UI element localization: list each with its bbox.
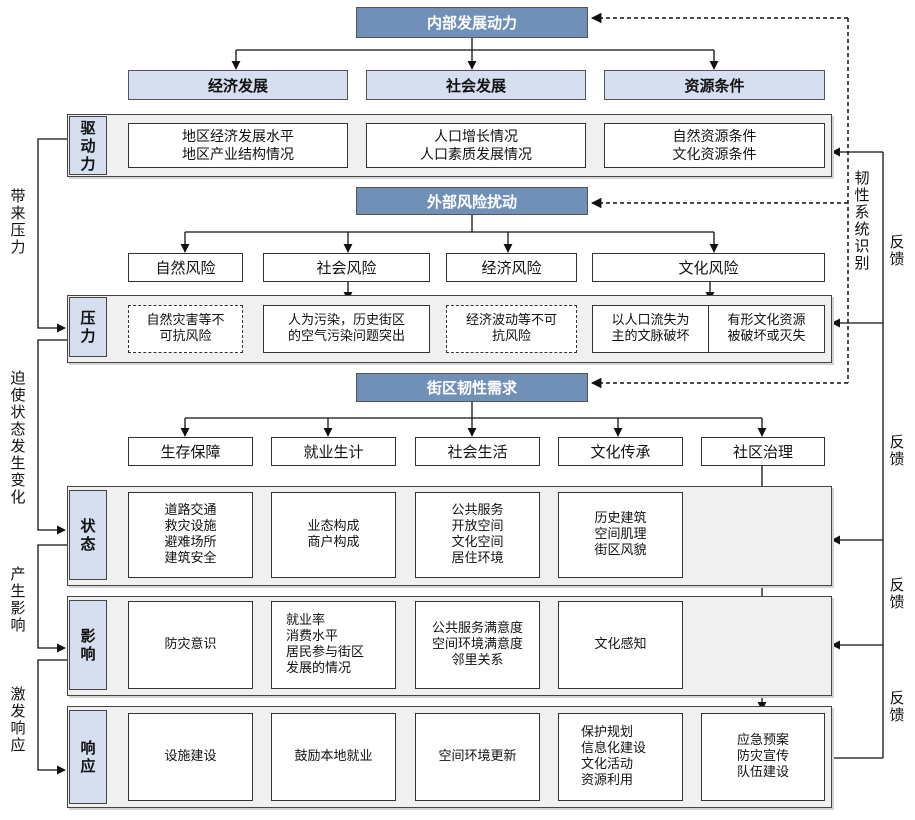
demand-survival: 生存保障 — [128, 437, 253, 466]
drive-item-economy: 地区经济发展水平 地区产业结构情况 — [128, 123, 348, 168]
drive-item-society: 人口增长情况 人口素质发展情况 — [366, 123, 586, 168]
label-resilience-identify: 韧 性 系 统 识 别 — [853, 169, 871, 272]
response-item-governance: 应急预案 防灾宣传 队伍建设 — [701, 713, 825, 801]
layer-label-impact: 影 响 — [69, 600, 107, 690]
state-item-culture: 历史建筑 空间肌理 街区风貌 — [558, 492, 683, 578]
risk-natural: 自然风险 — [128, 253, 243, 282]
label-feedback-4: 反 馈 — [889, 689, 905, 724]
label-force-state-change: 迫 使 状 态 发 生 变 化 — [10, 369, 26, 506]
layer-label-response: 响 应 — [69, 710, 107, 804]
edge-state-to-impact — [37, 544, 67, 653]
internal-drive-header: 内部发展动力 — [356, 7, 588, 38]
impact-item-survival: 防灾意识 — [128, 601, 253, 689]
impact-item-culture: 文化感知 — [558, 601, 683, 689]
edge-impact-to-response — [37, 659, 67, 775]
cat-resources: 资源条件 — [604, 70, 825, 100]
label-bring-pressure: 带 来 压 力 — [10, 187, 26, 256]
impact-item-social-life: 公共服务满意度 空间环境满意度 邻里关系 — [415, 601, 540, 689]
state-item-social-life: 公共服务 开放空间 文化空间 居住环境 — [415, 492, 540, 578]
layer-label-pressure: 压 力 — [69, 297, 107, 357]
risk-economic: 经济风险 — [446, 253, 577, 282]
edge-drive-to-pressure — [37, 138, 67, 333]
label-trigger-response: 激 发 响 应 — [10, 685, 26, 754]
demand-governance: 社区治理 — [701, 437, 825, 466]
demand-social-life: 社会生活 — [415, 437, 540, 466]
drive-item-resources: 自然资源条件 文化资源条件 — [604, 123, 825, 168]
risk-culture: 文化风险 — [592, 253, 825, 282]
layer-label-state: 状 态 — [69, 490, 107, 580]
cat-economy: 经济发展 — [128, 70, 348, 100]
demand-header: 街区韧性需求 — [356, 373, 588, 402]
risk-social: 社会风险 — [263, 253, 430, 282]
pressure-item-natural: 自然灾害等不 可抗风险 — [128, 305, 243, 353]
response-item-survival: 设施建设 — [128, 713, 253, 801]
state-item-employment: 业态构成 商户构成 — [271, 492, 396, 578]
label-produce-impact: 产 生 影 响 — [10, 565, 26, 634]
demand-culture: 文化传承 — [558, 437, 683, 466]
label-feedback-1: 反 馈 — [889, 233, 905, 268]
impact-item-employment: 就业率 消费水平 居民参与街区 发展的情况 — [271, 601, 396, 689]
edge-pressure-to-state — [37, 339, 67, 535]
pressure-item-economic: 经济波动等不可 抗风险 — [446, 305, 577, 353]
pressure-item-culture-population: 以人口流失为 主的文脉破坏 — [592, 305, 709, 353]
external-risk-header: 外部风险扰动 — [356, 187, 588, 215]
state-item-survival: 道路交通 救灾设施 避难场所 建筑安全 — [128, 492, 253, 578]
cat-society: 社会发展 — [366, 70, 586, 100]
demand-employment: 就业生计 — [271, 437, 396, 466]
response-item-employment: 鼓励本地就业 — [271, 713, 396, 801]
response-item-social-life: 空间环境更新 — [415, 713, 540, 801]
layer-label-drive: 驱 动 力 — [69, 116, 107, 175]
pressure-item-social: 人为污染，历史街区 的空气污染问题突出 — [263, 305, 430, 353]
label-feedback-2: 反 馈 — [889, 433, 905, 468]
label-feedback-3: 反 馈 — [889, 576, 905, 611]
response-item-culture: 保护规划 信息化建设 文化活动 资源利用 — [558, 713, 683, 801]
pressure-item-culture-tangible: 有形文化资源 被破坏或灭失 — [708, 305, 825, 353]
